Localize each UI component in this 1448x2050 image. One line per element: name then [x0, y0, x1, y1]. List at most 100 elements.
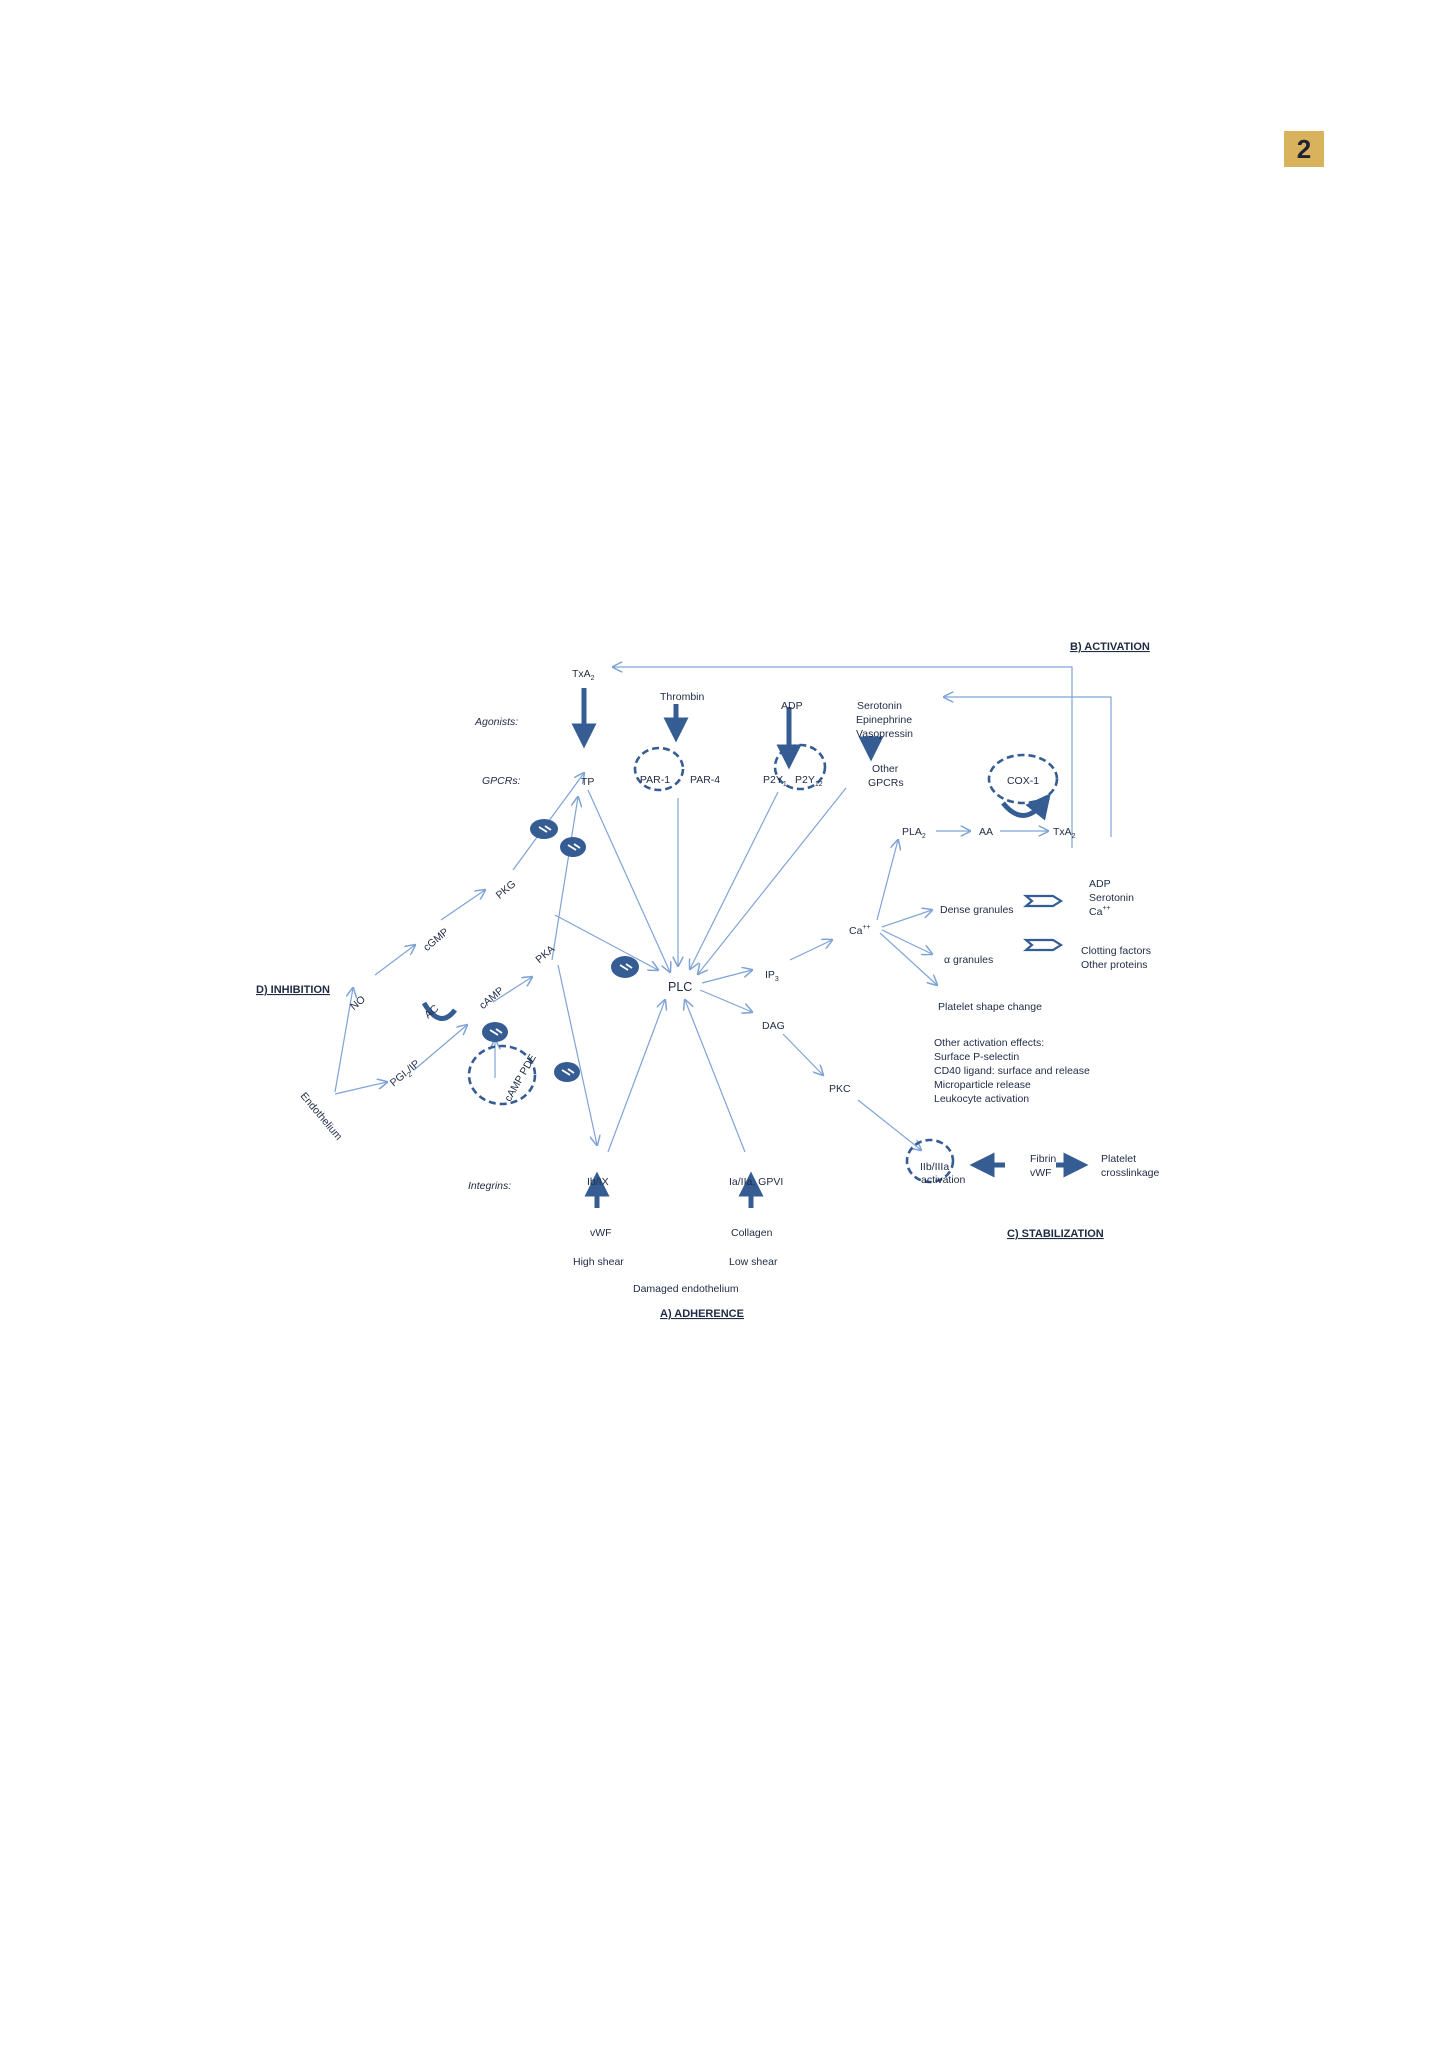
arrow-plc-dag [699, 989, 752, 1012]
damaged-endothelium: Damaged endothelium [633, 1283, 739, 1295]
dense-serotonin: Serotonin [1089, 892, 1134, 904]
node-plc: PLC [668, 980, 692, 994]
low-shear: Low shear [729, 1256, 778, 1268]
section-adherence: A) ADHERENCE [660, 1308, 744, 1320]
alpha-other-proteins: Other proteins [1081, 959, 1148, 971]
receptor-other-gpcrs-2: GPCRs [868, 777, 904, 789]
other-effect-3: Microparticle release [934, 1079, 1031, 1091]
section-inhibition: D) INHIBITION [256, 984, 330, 996]
receptor-par4: PAR-4 [690, 774, 720, 786]
row-label-integrins: Integrins: [468, 1180, 511, 1192]
iib-iiia-target [905, 1138, 955, 1184]
other-effect-2: CD40 ligand: surface and release [934, 1065, 1090, 1077]
agonist-serotonin: Serotonin [857, 700, 902, 712]
node-pkg: PKG [494, 878, 519, 901]
dense-granules: Dense granules [940, 904, 1014, 916]
node-pkc: PKC [829, 1083, 851, 1095]
arrow-gpcrs-plc [698, 787, 847, 974]
node-aa: AA [979, 826, 993, 838]
arrow-p2y-plc [690, 791, 779, 969]
iib-iiia-activation: activation [921, 1174, 966, 1186]
alpha-granules: α granules [944, 954, 993, 966]
arrow-tp-plc [587, 789, 670, 972]
arrow-ibix-plc [607, 1000, 665, 1153]
dense-ca: Ca++ [1089, 905, 1111, 918]
blocker-pka-tp [560, 837, 586, 857]
arrow-pka-ibix [557, 964, 597, 1145]
arrow-ip3-ca [789, 940, 832, 961]
arrow-ca-dense [881, 910, 932, 928]
ac-curved-symbol [421, 1001, 457, 1021]
blocker-pde-camp [482, 1022, 508, 1042]
high-shear: High shear [573, 1256, 624, 1268]
node-pla2: PLA2 [902, 826, 926, 840]
page-number-badge: 2 [1284, 131, 1324, 167]
agonist-adp: ADP [781, 700, 803, 712]
arrow-dag-pkc [782, 1033, 823, 1075]
dense-adp: ADP [1089, 878, 1111, 890]
blocker-pka-ibix [554, 1062, 580, 1082]
node-ip3: IP3 [765, 969, 779, 983]
pathway-arrows [334, 667, 1112, 1153]
receptor-p2y1: P2Y1 [763, 774, 787, 788]
drug-target-circles [467, 743, 1059, 1184]
blocker-pka-plc [611, 956, 639, 978]
ligand-collagen: Collagen [731, 1227, 773, 1239]
node-endothelium: Endothelium [298, 1090, 345, 1143]
par1-target [633, 746, 685, 792]
node-pgi2: PGI2/IP [388, 1058, 424, 1091]
arrow-endothelium-no [334, 988, 353, 1093]
receptor-p2y12: P2Y12 [795, 774, 823, 788]
receptor-par1: PAR-1 [640, 774, 670, 786]
integrin-ia-iia-gpvi: Ia/IIa, GPVI [729, 1176, 783, 1188]
arrow-iaiia-plc [685, 1000, 746, 1153]
node-ca: Ca++ [849, 924, 871, 937]
arrow-pka-tp [551, 797, 578, 961]
integrin-ib-ix: Ib/IX [587, 1176, 609, 1188]
alpha-release-arrow [1022, 938, 1064, 952]
node-cgmp: cGMP [421, 926, 451, 954]
arrow-pka-plc [554, 914, 658, 970]
arrow-no-cgmp [374, 945, 415, 976]
ligand-vwf: vWF [590, 1227, 612, 1239]
node-camp-pde: cAMP PDE [502, 1052, 539, 1103]
fibrin-label: Fibrin [1030, 1153, 1056, 1165]
node-cox1: COX-1 [1007, 775, 1039, 787]
arrow-ca-pla2 [876, 840, 898, 921]
arrow-pgi2-camp [413, 1025, 467, 1071]
agonist-txa2: TxA2 [572, 668, 595, 682]
arrow-endothelium-pgi2 [334, 1082, 387, 1095]
receptor-tp: TP [581, 776, 594, 788]
alpha-clotting-factors: Clotting factors [1081, 945, 1151, 957]
row-label-agonists: Agonists: [474, 716, 518, 728]
p2y12-target [773, 743, 827, 791]
platelet-label: Platelet [1101, 1153, 1136, 1165]
node-camp: cAMP [477, 985, 506, 1012]
blocker-ovals [482, 819, 639, 1082]
agonist-thrombin: Thrombin [660, 691, 705, 703]
arrow-camp-pka [492, 977, 532, 1003]
arrow-cox-feedback-txa2 [613, 667, 1073, 848]
arrow-ca-shape [879, 932, 937, 985]
blocker-pkg-tp [530, 819, 558, 839]
arrow-ca-alpha [881, 929, 932, 954]
receptor-other-gpcrs-1: Other [872, 763, 899, 775]
cox1-curved-arrow [1001, 793, 1051, 821]
node-dag: DAG [762, 1020, 785, 1032]
arrow-plc-ip3 [701, 970, 752, 984]
arrow-cgmp-pkg [440, 890, 485, 921]
platelet-shape-change: Platelet shape change [938, 1001, 1042, 1013]
agonist-arrows [571, 688, 1089, 1208]
arrow-txa2-feedback-serotonin [944, 697, 1112, 837]
other-effect-0: Other activation effects: [934, 1037, 1044, 1049]
dense-release-arrow [1022, 894, 1064, 908]
cox1-target [987, 753, 1059, 805]
camp-pde-target [467, 1044, 537, 1106]
iib-iiia-label: IIb/IIIa [920, 1161, 949, 1173]
release-arrows [1022, 894, 1064, 952]
row-label-gpcrs: GPCRs: [482, 775, 521, 787]
section-activation: B) ACTIVATION [1070, 641, 1150, 653]
node-txa2: TxA2 [1053, 826, 1076, 840]
agonist-epinephrine: Epinephrine [856, 714, 912, 726]
